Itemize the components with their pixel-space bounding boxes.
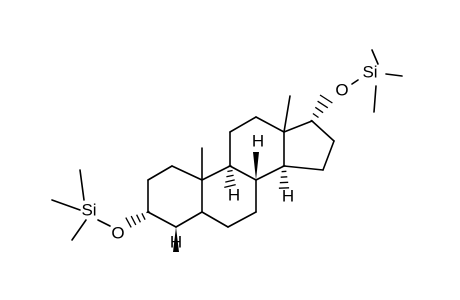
atom-labels: O Si O Si H H H H xyxy=(81,62,377,251)
siloxy-bonds xyxy=(51,49,403,241)
atom-si-left: Si xyxy=(81,200,96,219)
hashed-bond-c14-h xyxy=(278,165,290,189)
hashed-bond-c17-o xyxy=(310,94,333,123)
hashed-bond-c9-h xyxy=(224,165,236,189)
wedge-bond-c5-h xyxy=(173,227,179,252)
atom-o-left: O xyxy=(111,223,124,242)
atom-o-right: O xyxy=(335,80,348,99)
skeleton-bonds xyxy=(147,95,335,228)
atom-h-c8: H xyxy=(252,131,264,150)
wedge-bond-c8-h xyxy=(253,152,259,180)
atom-h-c14: H xyxy=(282,186,294,205)
atom-h-c9: H xyxy=(228,185,240,204)
hashed-bond-c3-o xyxy=(125,210,150,228)
atom-h-bottom: H xyxy=(170,232,182,251)
stereo-bonds xyxy=(125,94,333,252)
atom-si-right: Si xyxy=(362,62,377,81)
